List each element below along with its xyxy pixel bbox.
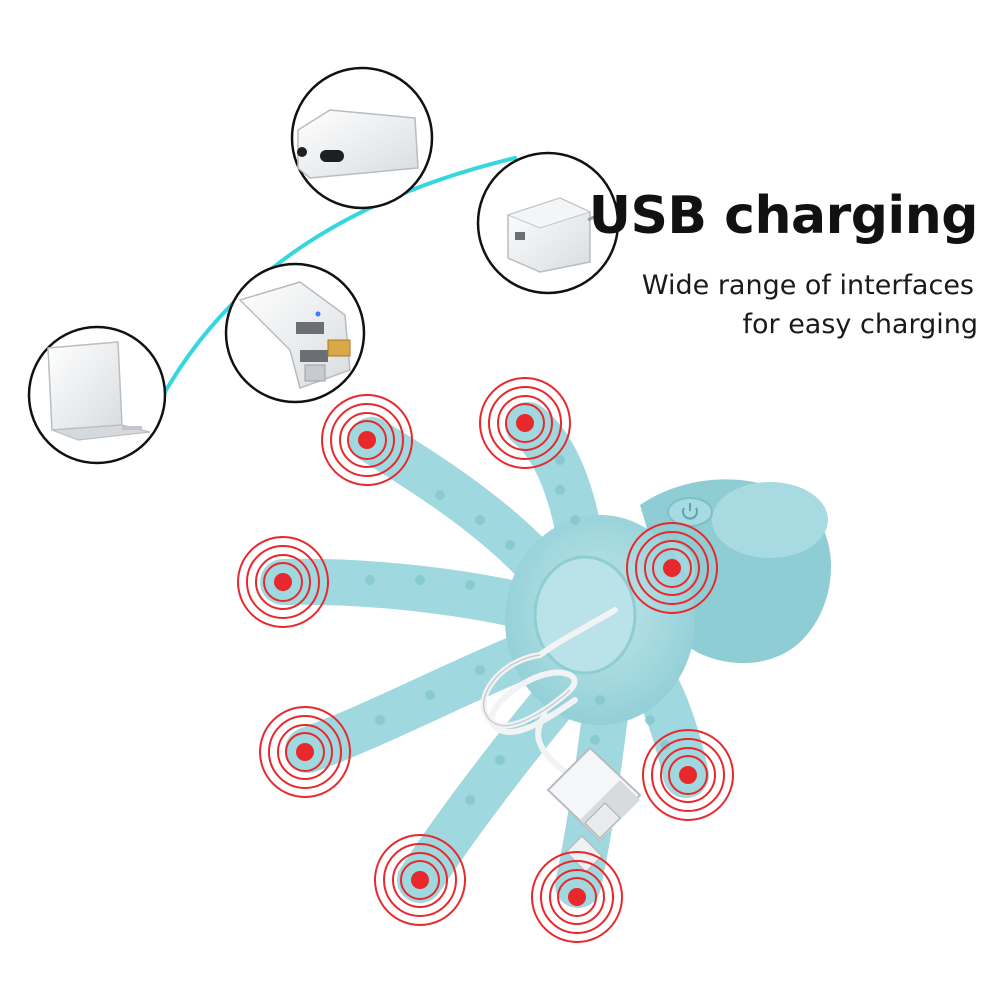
vibration-point-icon — [259, 706, 351, 798]
subtitle-line-1: Wide range of interfaces — [641, 270, 974, 301]
car-charger-icon — [224, 262, 366, 404]
charging-cable-arc — [163, 156, 517, 394]
vibration-point-icon — [531, 851, 623, 943]
vibration-point-icon — [626, 522, 718, 614]
subtitle-line-2: for easy charging — [742, 309, 978, 340]
power-button-icon — [667, 497, 713, 527]
vibration-point-icon — [237, 536, 329, 628]
headline-usb-charging: USB charging — [588, 186, 979, 246]
usb-cable-outline — [483, 654, 571, 727]
laptop-icon — [27, 325, 167, 465]
vibration-point-icon — [642, 729, 734, 821]
usb-plug-icon — [546, 746, 642, 874]
vibration-point-icon — [321, 394, 413, 486]
wall-adapter-icon — [476, 151, 620, 295]
power-bank-icon — [290, 66, 434, 210]
vibration-point-icon — [479, 377, 571, 469]
vibration-point-icon — [374, 834, 466, 926]
